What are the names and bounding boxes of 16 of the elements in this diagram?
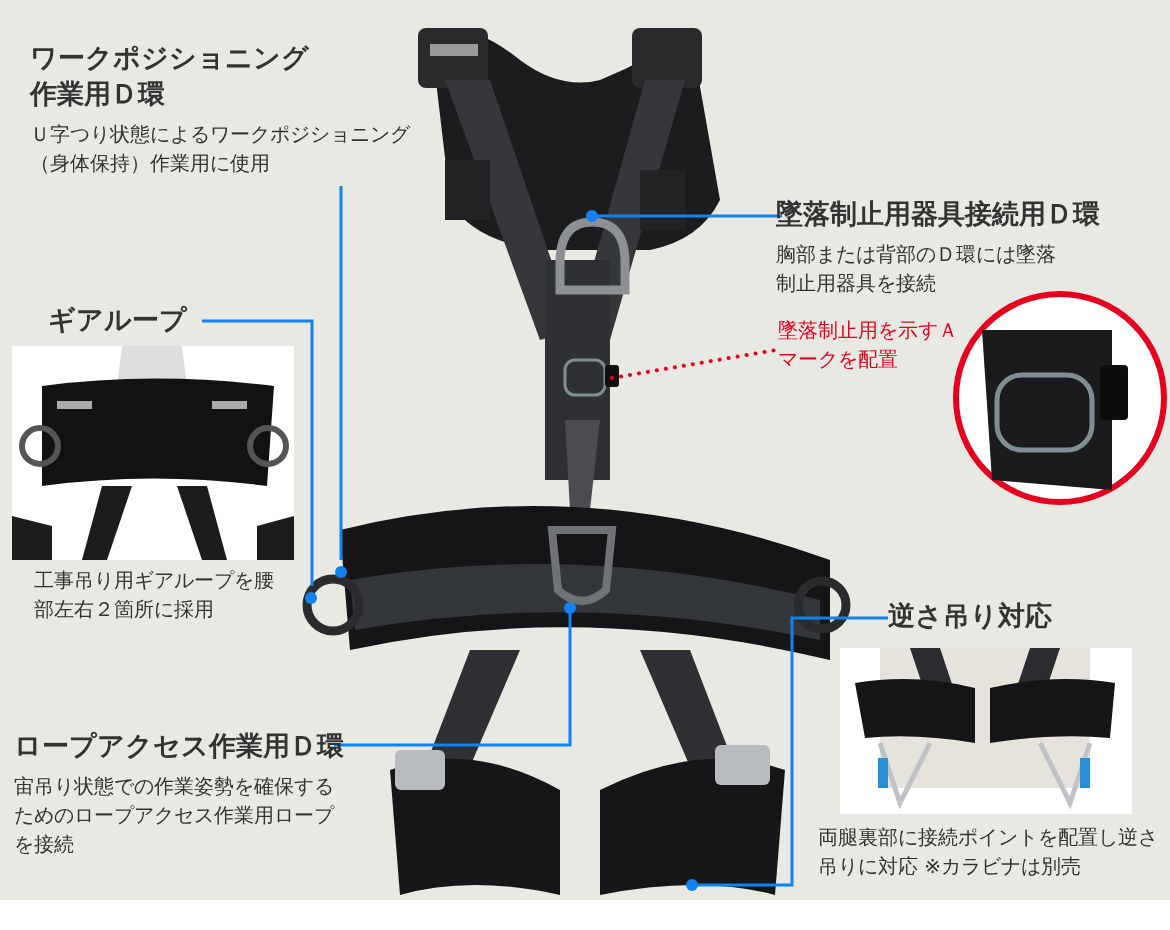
leader-line: [586, 214, 782, 218]
dotted-leader-line: [610, 348, 778, 380]
leader-dot: [335, 566, 347, 578]
heading: ギアループ: [48, 302, 202, 338]
heading: ワークポジショニング作業用Ｄ環: [30, 41, 310, 111]
heading: 逆さ吊り対応: [888, 598, 1078, 634]
photo-caption: 工事吊り用ギアループを腰部左右２箇所に採用: [34, 567, 275, 623]
heading: 墜落制止用器具接続用Ｄ環: [776, 197, 1101, 231]
description-text: 宙吊り状態での作業姿勢を確保するためのロープアクセス作業用ロープを接続: [14, 773, 334, 858]
photo-caption: 両腿裏部に接続ポイントを配置し逆さ吊りに対応 ※カラビナは別売: [818, 824, 1158, 880]
description-text: 胸部または背部のＤ環には墜落制止用器具を接続: [776, 241, 1057, 297]
leader-line: [339, 186, 343, 560]
leader-line: [202, 319, 314, 586]
description-text: Ｕ字つり状態によるワークポジショニング（身体保持）作業用に使用: [30, 121, 411, 177]
heading: ロープアクセス作業用Ｄ環: [14, 729, 345, 763]
callout-text: 墜落制止用を示すＡマークを配置: [778, 316, 968, 374]
